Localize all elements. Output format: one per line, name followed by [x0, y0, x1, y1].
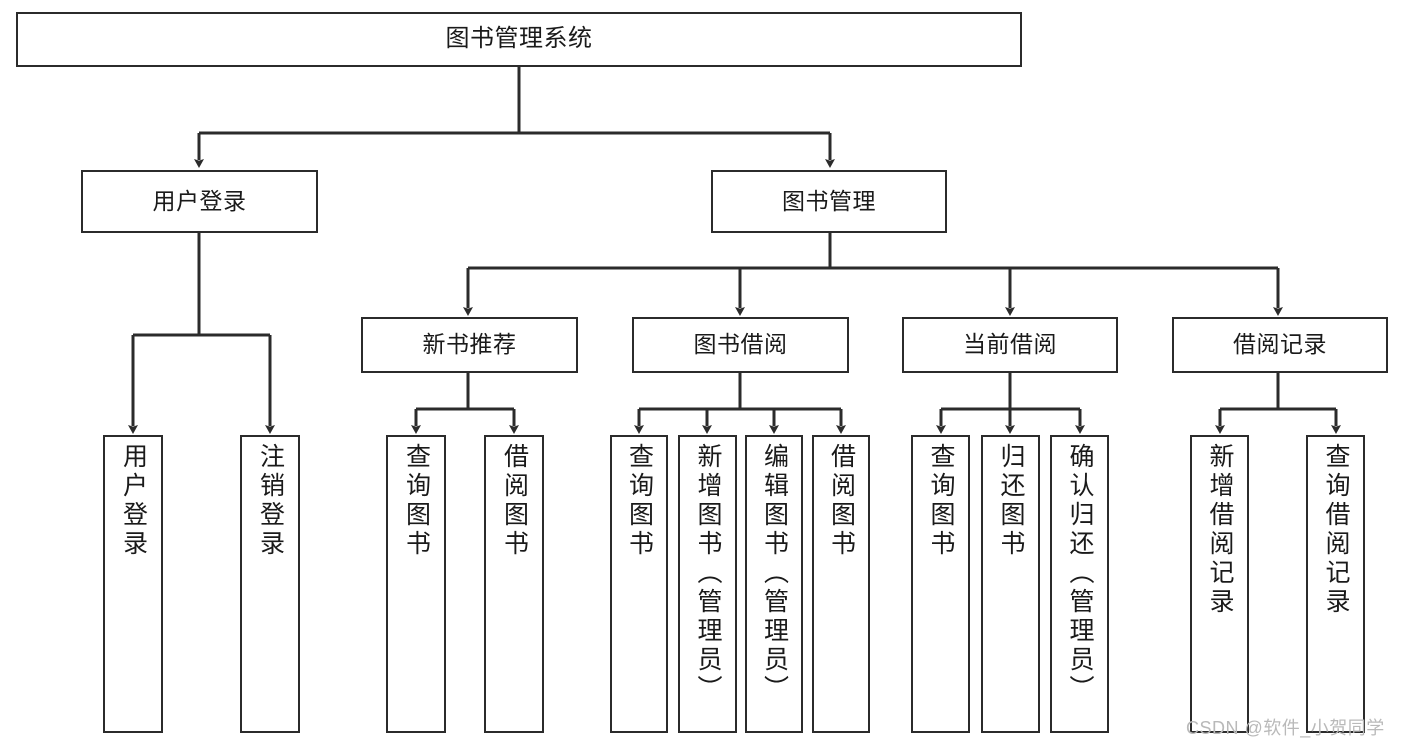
node-leaf-return-book[interactable]: 归还图书 [981, 435, 1040, 733]
edge-borrow-record-to-leaves [1215, 373, 1341, 434]
node-leaf-query-book-2-label: 查询图书 [625, 443, 654, 559]
node-leaf-user-logout-label: 注销登录 [256, 443, 285, 559]
node-current-borrow-label: 当前借阅 [963, 331, 1057, 358]
edge-book-borrow-to-leaves [634, 373, 846, 434]
node-leaf-edit-book-label: 编辑图书（管理员） [760, 443, 789, 704]
node-book-manage-label: 图书管理 [782, 187, 876, 214]
node-book-borrow-label: 图书借阅 [693, 331, 788, 358]
node-current-borrow[interactable]: 当前借阅 [902, 317, 1118, 373]
node-leaf-query-record[interactable]: 查询借阅记录 [1306, 435, 1365, 733]
node-borrow-record-label: 借阅记录 [1233, 331, 1327, 358]
node-new-book-recommend-label: 新书推荐 [422, 331, 517, 358]
edge-user-login-to-leaves [128, 233, 275, 434]
node-leaf-confirm-return-label: 确认归还（管理员） [1066, 443, 1094, 704]
node-book-manage[interactable]: 图书管理 [711, 170, 947, 233]
node-leaf-return-book-label: 归还图书 [997, 443, 1025, 559]
node-leaf-query-book-3-label: 查询图书 [927, 443, 955, 559]
node-leaf-borrow-book-1[interactable]: 借阅图书 [484, 435, 544, 733]
node-leaf-borrow-book-2-label: 借阅图书 [827, 443, 856, 559]
node-leaf-borrow-book-1-label: 借阅图书 [500, 443, 529, 559]
node-leaf-add-book-label: 新增图书（管理员） [694, 443, 722, 704]
node-borrow-record[interactable]: 借阅记录 [1172, 317, 1388, 373]
node-leaf-user-login[interactable]: 用户登录 [103, 435, 163, 733]
node-leaf-query-book-2[interactable]: 查询图书 [610, 435, 668, 733]
edge-current-borrow-to-leaves [936, 373, 1085, 434]
node-leaf-user-login-label: 用户登录 [119, 443, 148, 559]
node-leaf-add-record[interactable]: 新增借阅记录 [1190, 435, 1249, 733]
node-leaf-edit-book[interactable]: 编辑图书（管理员） [745, 435, 803, 733]
node-leaf-add-record-label: 新增借阅记录 [1206, 443, 1234, 617]
node-root-label: 图书管理系统 [445, 25, 593, 53]
node-leaf-query-book-1[interactable]: 查询图书 [386, 435, 446, 733]
node-leaf-query-book-1-label: 查询图书 [402, 443, 431, 559]
node-user-login-label: 用户登录 [152, 187, 247, 214]
node-leaf-confirm-return[interactable]: 确认归还（管理员） [1050, 435, 1109, 733]
node-book-borrow[interactable]: 图书借阅 [632, 317, 849, 373]
node-root[interactable]: 图书管理系统 [16, 12, 1022, 67]
edge-book-manage-to-level3 [463, 233, 1283, 316]
edge-root-to-level2 [194, 67, 835, 168]
node-leaf-borrow-book-2[interactable]: 借阅图书 [812, 435, 870, 733]
node-leaf-query-book-3[interactable]: 查询图书 [911, 435, 970, 733]
node-leaf-user-logout[interactable]: 注销登录 [240, 435, 300, 733]
node-user-login[interactable]: 用户登录 [81, 170, 318, 233]
node-leaf-add-book[interactable]: 新增图书（管理员） [678, 435, 737, 733]
csdn-watermark: CSDN @软件_小贺同学 [1186, 718, 1385, 738]
node-leaf-query-record-label: 查询借阅记录 [1322, 443, 1350, 617]
edge-new-book-recommend-to-leaves [411, 373, 519, 434]
node-new-book-recommend[interactable]: 新书推荐 [361, 317, 578, 373]
